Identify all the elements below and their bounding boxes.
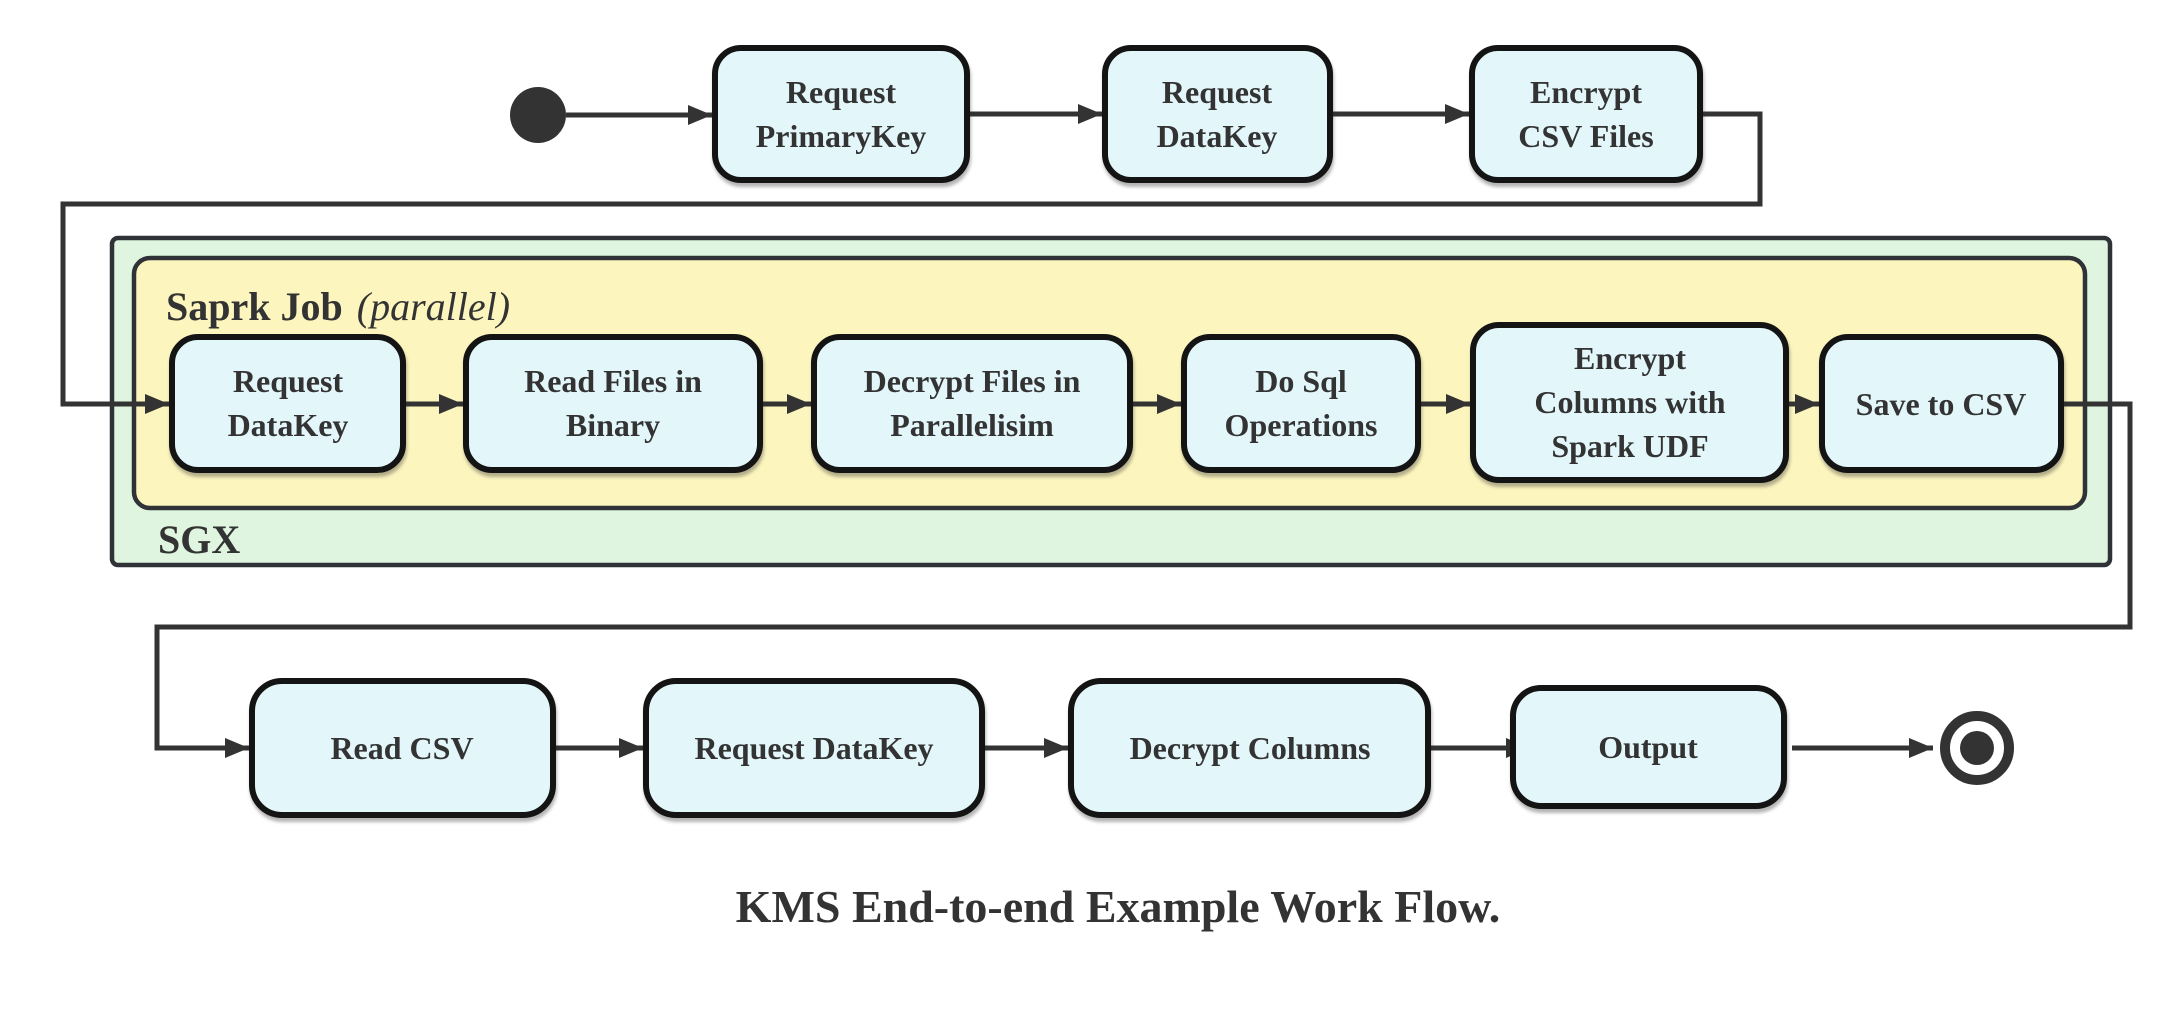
state-node-save-to-csv: Save to CSV — [1819, 334, 2064, 473]
node-box — [1510, 685, 1787, 809]
state-node-read-csv: Read CSV — [249, 678, 556, 818]
node-box — [643, 678, 985, 818]
node-box — [1469, 45, 1703, 183]
node-box — [1181, 334, 1421, 473]
node-label: Save to CSV — [1856, 386, 2027, 422]
spark-job-container-label: Saprk Job (parallel) — [166, 284, 510, 329]
end-state-dot — [1960, 731, 1994, 765]
state-node-output: Output — [1510, 685, 1787, 809]
start-state-icon — [510, 87, 566, 143]
node-box — [463, 334, 763, 473]
node-box — [169, 334, 406, 473]
node-label: Request DataKey — [694, 730, 933, 766]
sgx-container-label: SGX — [158, 517, 240, 562]
node-label: Decrypt Columns — [1130, 730, 1371, 766]
edges — [60, 104, 2133, 758]
end-state-icon — [1940, 711, 2014, 785]
node-box — [811, 334, 1133, 473]
node-label: Output — [1598, 729, 1698, 765]
node-box — [1102, 45, 1333, 183]
state-node-decrypt-columns: Decrypt Columns — [1068, 678, 1431, 818]
end-state-ring — [1940, 711, 2014, 785]
node-box — [249, 678, 556, 818]
node-label: Read CSV — [330, 730, 473, 766]
spark-job-qualifier-text: (parallel) — [357, 284, 510, 329]
node-box — [712, 45, 970, 183]
diagram-caption: KMS End-to-end Example Work Flow. — [736, 881, 1501, 932]
node-box — [1819, 334, 2064, 473]
edge-encrypt-csv-to-spark-request-datakey — [60, 111, 1763, 414]
spark-job-label-text: Saprk Job — [166, 284, 343, 329]
node-box — [1470, 322, 1789, 483]
state-node-request-datakey-bottom: Request DataKey — [643, 678, 985, 818]
node-box — [1068, 678, 1431, 818]
edge-save-csv-to-read-csv — [154, 401, 2133, 758]
